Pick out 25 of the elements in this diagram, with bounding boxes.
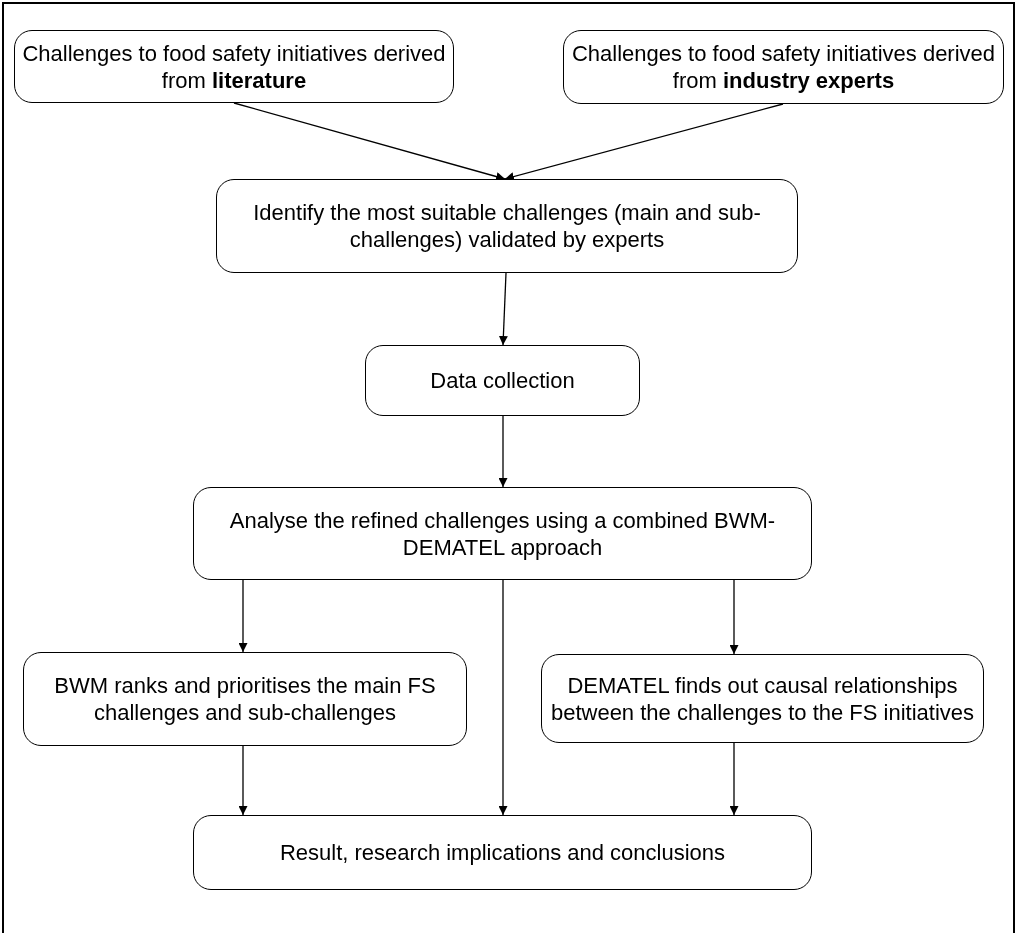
box-text: Data collection <box>430 367 575 394</box>
process-box <box>365 345 640 416</box>
process-box <box>193 487 812 580</box>
box-text: DEMATEL finds out causal relationships between the challenges to the FS initiatives <box>549 671 976 726</box>
process-box <box>563 30 1004 104</box>
box-text: Challenges to food safety initiatives derived from literature <box>21 39 447 94</box>
arrow <box>729 742 739 816</box>
process-box <box>541 654 984 743</box>
arrow <box>238 745 248 816</box>
arrow <box>233 102 506 181</box>
box-text: Analyse the refined challenges using a combined BWM-DEMATEL approach <box>228 506 777 561</box>
box-text: BWM ranks and prioritises the main FS challenges and sub-challenges <box>53 672 437 726</box>
arrow <box>498 272 508 346</box>
box-text: Challenges to food safety initiatives derived from industry experts <box>570 40 997 94</box>
process-box <box>14 30 454 103</box>
process-box <box>23 652 467 746</box>
process-box <box>216 179 798 273</box>
arrow <box>729 579 739 655</box>
arrow <box>504 103 784 181</box>
box-text: Identify the most suitable challenges (main and sub-challenges) validated by experts <box>252 199 762 253</box>
process-box <box>193 815 812 890</box>
arrow <box>238 579 248 653</box>
arrow <box>498 415 508 488</box>
arrow <box>498 579 508 816</box>
box-text: Result, research implications and conclusions <box>279 839 726 866</box>
